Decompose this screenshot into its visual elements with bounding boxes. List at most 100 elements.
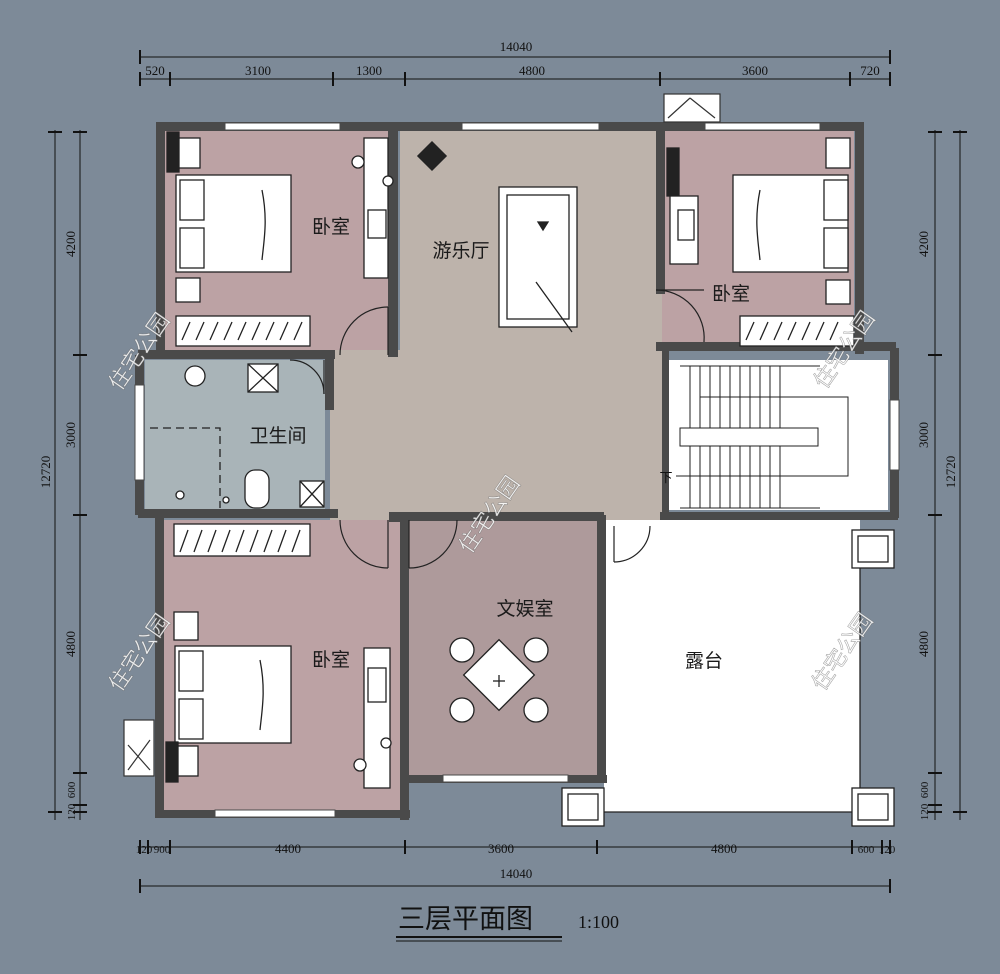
nightstand-ne-1 (825, 137, 851, 169)
wall-media-east (597, 515, 606, 777)
window-ne (704, 122, 821, 131)
left-total-dim: 12720 (38, 456, 53, 489)
bottom-dim-7: 120 (879, 844, 896, 856)
top-dim-3: 1300 (356, 63, 382, 78)
chair-1 (449, 637, 475, 663)
wall-right-ne (855, 122, 864, 354)
top-dim-4: 4800 (519, 63, 545, 78)
title-text: 三层平面图 (398, 904, 533, 935)
bedroom-nw-furniture (166, 131, 394, 347)
right-dim-1: 4200 (916, 231, 931, 257)
nightstand-nw-1 (175, 137, 201, 169)
wall-bath-top (138, 350, 335, 359)
bottom-dim-4: 3600 (488, 841, 514, 856)
dimension-lines (48, 50, 967, 893)
window-sw (214, 809, 336, 818)
top-total-dim: 14040 (500, 39, 533, 54)
room-labels: 卧室 游乐厅 卧室 卫生间 卧室 文娱室 露台 下 (249, 216, 750, 672)
bottom-dim-2: 900 (154, 844, 171, 856)
window-nw (224, 122, 341, 131)
chair-3 (449, 697, 475, 723)
window-bath (134, 384, 145, 481)
nightstand-nw-2 (175, 277, 201, 303)
floor-game-hall-mid (330, 350, 662, 520)
sink (184, 365, 206, 387)
door-ne-arc (655, 289, 705, 343)
right-dim-3: 4800 (916, 631, 931, 657)
label-game-hall: 游乐厅 (432, 240, 489, 262)
ac-unit-left (123, 719, 155, 777)
bedroom-sw-furniture (165, 523, 392, 789)
wall-left-nw (156, 122, 165, 358)
nightstand-sw-1 (173, 611, 199, 641)
chair-4 (523, 697, 549, 723)
door-nw-arc (339, 306, 389, 356)
left-dim-1: 4200 (63, 231, 78, 257)
bathroom-fixtures (150, 363, 325, 509)
wall-ne-west (656, 122, 665, 294)
bedroom-ne-furniture (666, 137, 855, 347)
window-hall (461, 122, 600, 131)
ac-unit-top (663, 93, 721, 123)
game-hall-furniture (416, 140, 578, 333)
bottom-dim-3: 4400 (275, 841, 301, 856)
staircase (676, 365, 849, 509)
label-bedroom-sw: 卧室 (312, 649, 350, 671)
left-dim-2: 3000 (63, 422, 78, 448)
wardrobe-sw (173, 523, 311, 557)
left-dim-3: 4800 (63, 631, 78, 657)
window-stair (889, 399, 900, 471)
wall-int-nw-east (388, 122, 398, 357)
floor-terrace (604, 520, 860, 812)
left-dim-5: 120 (66, 803, 78, 820)
desk-nw (363, 137, 389, 279)
dimension-labels: 14040 520 3100 1300 4800 3600 720 120 90… (38, 39, 958, 881)
label-media-room: 文娱室 (496, 598, 553, 620)
door-terrace-arc (613, 525, 651, 563)
top-dim-2: 3100 (245, 63, 271, 78)
right-total-dim: 12720 (943, 456, 958, 489)
label-bedroom-nw: 卧室 (312, 216, 350, 238)
doors (289, 289, 705, 569)
corner-unit (416, 140, 448, 172)
toilet (244, 469, 270, 509)
right-dim-2: 3000 (916, 422, 931, 448)
bottom-total-dim: 14040 (500, 866, 533, 881)
door-sw-arc (339, 519, 389, 569)
drawing-title: 三层平面图 1:100 (396, 904, 619, 942)
floor-bathroom (145, 360, 325, 510)
bottom-dim-1: 120 (136, 844, 153, 856)
label-bedroom-ne: 卧室 (712, 283, 750, 305)
left-dim-4: 600 (66, 781, 78, 798)
top-dim-1: 520 (145, 63, 165, 78)
label-terrace: 露台 (685, 650, 723, 672)
bottom-dim-5: 4800 (711, 841, 737, 856)
ac-units (123, 93, 721, 777)
wall-sw-corner (389, 512, 409, 522)
media-room-furniture (449, 637, 549, 723)
right-dim-4: 600 (919, 781, 931, 798)
wardrobe-nw (175, 315, 311, 347)
right-dim-5: 120 (919, 803, 931, 820)
top-dim-6: 720 (860, 63, 880, 78)
wall-media-top (409, 512, 604, 521)
chair-2 (523, 637, 549, 663)
chair-sw (353, 758, 367, 772)
label-bathroom: 卫生间 (249, 425, 306, 447)
wall-bath-east (325, 350, 334, 410)
windows (134, 122, 900, 818)
label-stair-down: 下 (659, 470, 672, 485)
wardrobe-ne (739, 315, 855, 347)
bottom-dim-6: 600 (858, 844, 875, 856)
window-media (442, 774, 569, 783)
terrace-columns (561, 529, 895, 827)
wall-left-sw (155, 515, 164, 817)
shower-area (150, 427, 221, 508)
top-dim-5: 3600 (742, 63, 768, 78)
nightstand-ne-2 (825, 279, 851, 305)
door-media-arc (408, 519, 458, 569)
wall-stair-bottom (660, 512, 898, 520)
wall-sw-east (400, 515, 409, 820)
chair-nw (351, 155, 365, 169)
